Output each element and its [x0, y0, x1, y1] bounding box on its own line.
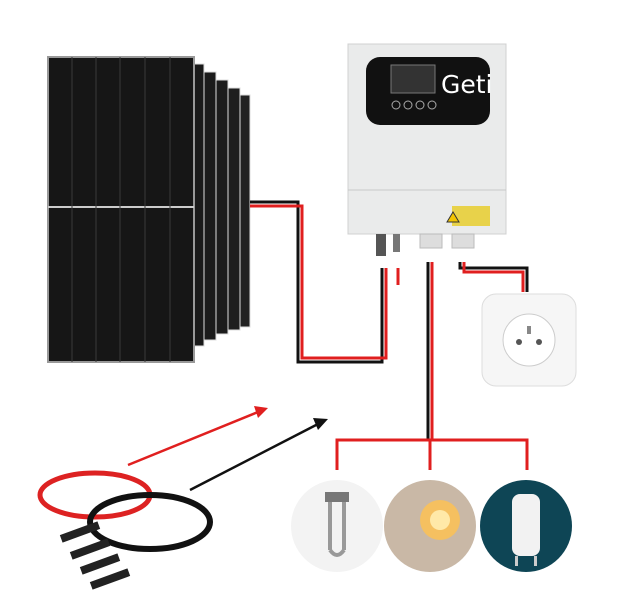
- inverter: [347, 43, 507, 256]
- inverter-brand-logo: Geti: [441, 70, 493, 99]
- black-arrow: [189, 418, 328, 492]
- red-arrow: [127, 406, 268, 467]
- heater-appliance: [384, 480, 476, 572]
- wall-socket: [481, 293, 577, 387]
- ac-output-wire: [335, 262, 529, 470]
- dc-wire: [250, 200, 400, 364]
- heating-element: [291, 480, 383, 572]
- cable-coil: [37, 470, 213, 590]
- solar-panel-front: [47, 56, 195, 363]
- water-boiler: [480, 480, 572, 572]
